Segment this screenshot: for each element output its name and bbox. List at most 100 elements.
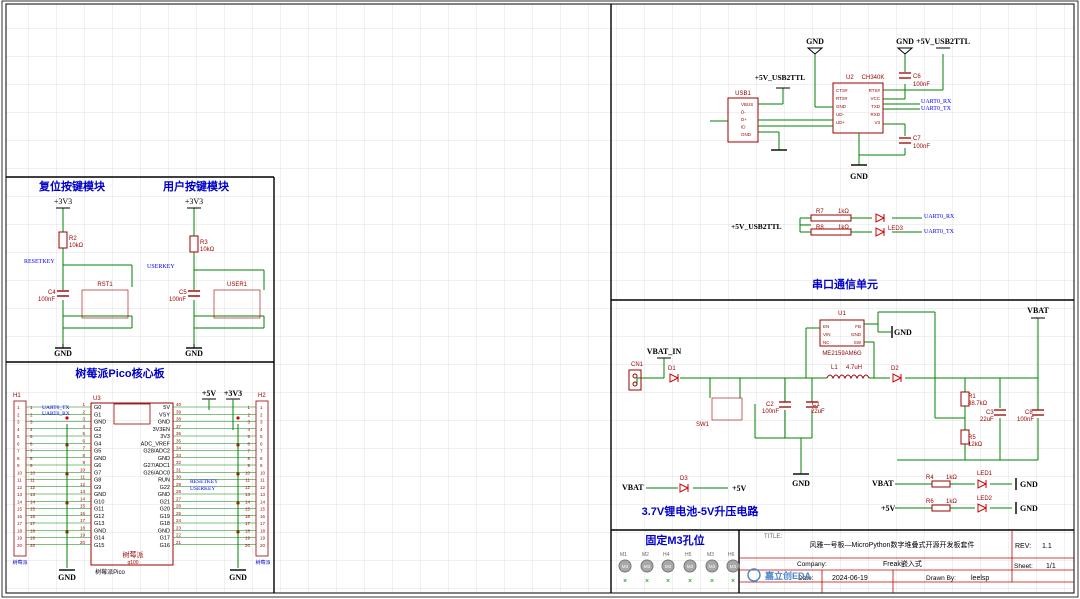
pico-right-pin: GND <box>158 528 170 534</box>
no-connect-icon: × <box>666 578 670 585</box>
user-r-ref: R3 <box>200 240 208 246</box>
hole-id: M1 <box>620 552 627 558</box>
h2-pin-num: 16 <box>245 514 251 519</box>
pico-left-num: 10 <box>80 467 86 472</box>
reset-gnd-label: GND <box>54 349 72 358</box>
h2-pin-num2: 20 <box>260 543 266 548</box>
hole-id: H6 <box>728 552 735 558</box>
u3-label: U3 <box>93 396 101 402</box>
pico-left-pin: G14 <box>94 536 104 542</box>
h1-pin-num2: 3 <box>30 420 33 425</box>
h1-pin-num2: 13 <box>30 492 36 497</box>
uart-vusb-led: +5V_USB2TTL <box>731 222 782 231</box>
reset-3v3-label: +3V3 <box>54 197 72 206</box>
company-value: Freak嵌入式 <box>883 559 922 568</box>
h2-pin-num: 6 <box>247 441 250 446</box>
h2-pin-num2: 7 <box>260 449 263 454</box>
h1-label: H1 <box>13 393 21 399</box>
h2-pin-num2: 12 <box>260 485 266 490</box>
pico-right-num: 23 <box>176 525 182 530</box>
pico-right-pin: 3V3EN <box>153 427 170 433</box>
resetkey-net-label: RESETKEY <box>24 259 55 265</box>
pico-right-num: 27 <box>176 496 182 501</box>
pico-left-num: 14 <box>80 496 86 501</box>
pico-left-num: 2 <box>82 409 85 414</box>
user-gnd-label: GND <box>185 349 203 358</box>
h1-pin-num: 11 <box>17 478 22 483</box>
h1-pin-num: 3 <box>17 420 20 425</box>
hole-id: M3 <box>707 552 714 558</box>
pico-left-num: 8 <box>82 453 85 458</box>
pico-left-num: 12 <box>80 482 86 487</box>
h2-pin-num: 9 <box>247 463 250 468</box>
pico-left-pin: G13 <box>94 521 104 527</box>
u1-left-pin: NC <box>823 340 830 345</box>
user-switch-ref: USER1 <box>227 282 248 288</box>
pico-right-pin: GND <box>158 420 170 426</box>
h2-pin-num2: 17 <box>260 521 266 526</box>
h1-pin-num: 4 <box>17 427 20 432</box>
pico-left-pin: G3 <box>94 434 101 440</box>
h1-pin-num: 7 <box>17 449 20 454</box>
pico-right-pin: GND <box>158 492 170 498</box>
pico-right-pin: G16 <box>160 543 170 549</box>
drawn-value: leelsp <box>971 575 989 582</box>
h2-pin-num2: 15 <box>260 507 266 512</box>
c7-value: 100nF <box>913 144 930 150</box>
boost-section-title: 3.7V锂电池-5V升压电路 <box>642 504 760 518</box>
user-3v3-label: +3V3 <box>185 197 203 206</box>
ch340-left-pin: GND <box>836 104 847 109</box>
ch340-right-pin: VCC <box>870 96 880 101</box>
v5-led-label: +5V <box>881 504 896 513</box>
user-c-ref: C5 <box>179 290 187 296</box>
date-label: Date: <box>798 575 814 582</box>
led2-ref: LED2 <box>977 496 993 502</box>
sheet-value: 1/1 <box>1046 563 1056 570</box>
key-modules: 复位按键模块 用户按键模块 +3V3 R2 10kΩ RESETKEY C4 1… <box>24 179 265 358</box>
h2-pin-num2: 19 <box>260 536 266 541</box>
pico-3v3-label: +3V3 <box>224 389 242 398</box>
pico-right-num: 28 <box>176 489 182 494</box>
h1-pin-num: 12 <box>17 485 23 490</box>
pico-right-pin: G22 <box>160 485 170 491</box>
cn1-ref: CN1 <box>631 362 644 368</box>
pico-right-num: 22 <box>176 533 182 538</box>
usb-pin-label: D+ <box>741 117 747 122</box>
pico-left-pin: GND <box>94 492 106 498</box>
pico-module-name: 树莓派 <box>123 550 144 559</box>
pico-left-num: 11 <box>80 475 85 480</box>
hole-label: M3 <box>687 564 694 569</box>
led3-ref: LED3 <box>888 226 904 232</box>
h2-pin-num: 2 <box>247 412 250 417</box>
h2-pin-num: 15 <box>245 507 251 512</box>
h2-pin-num2: 1 <box>260 405 263 410</box>
pico-left-num: 6 <box>82 438 85 443</box>
usb-pin-label: ID <box>741 125 746 130</box>
hole-id: H5 <box>685 552 692 558</box>
h2-pin-num2: 8 <box>260 456 263 461</box>
usb-pin-label: VBUS <box>741 102 753 107</box>
pico-right-num: 31 <box>176 467 182 472</box>
ch340-right-pin: RXD <box>870 112 880 117</box>
r7-value: 1kΩ <box>838 209 849 215</box>
h2-pin-num: 14 <box>245 499 251 504</box>
uart-gnd-cap: GND <box>896 37 914 46</box>
reset-r-ref: R2 <box>69 236 77 242</box>
pico-left-pin: G2 <box>94 427 101 433</box>
c6-ref: C6 <box>913 74 921 80</box>
hole-label: M3 <box>709 564 716 569</box>
led-tx-net: UART0_TX <box>924 229 955 235</box>
hole-id: H4 <box>663 552 670 558</box>
pico-right-num: 24 <box>176 518 182 523</box>
h1-pin-num2: 5 <box>30 434 33 439</box>
h2-pin-num2: 18 <box>260 528 266 533</box>
h2-pin-num: 1 <box>247 405 250 410</box>
ch340-left-pin: RTS# <box>836 96 848 101</box>
h2-pin-num: 7 <box>247 449 250 454</box>
hole-label: M3 <box>622 564 629 569</box>
r6-ref: R6 <box>926 499 934 505</box>
pico-right-pin: G27/ADC1 <box>143 463 170 469</box>
h1-pin-num: 19 <box>17 536 23 541</box>
